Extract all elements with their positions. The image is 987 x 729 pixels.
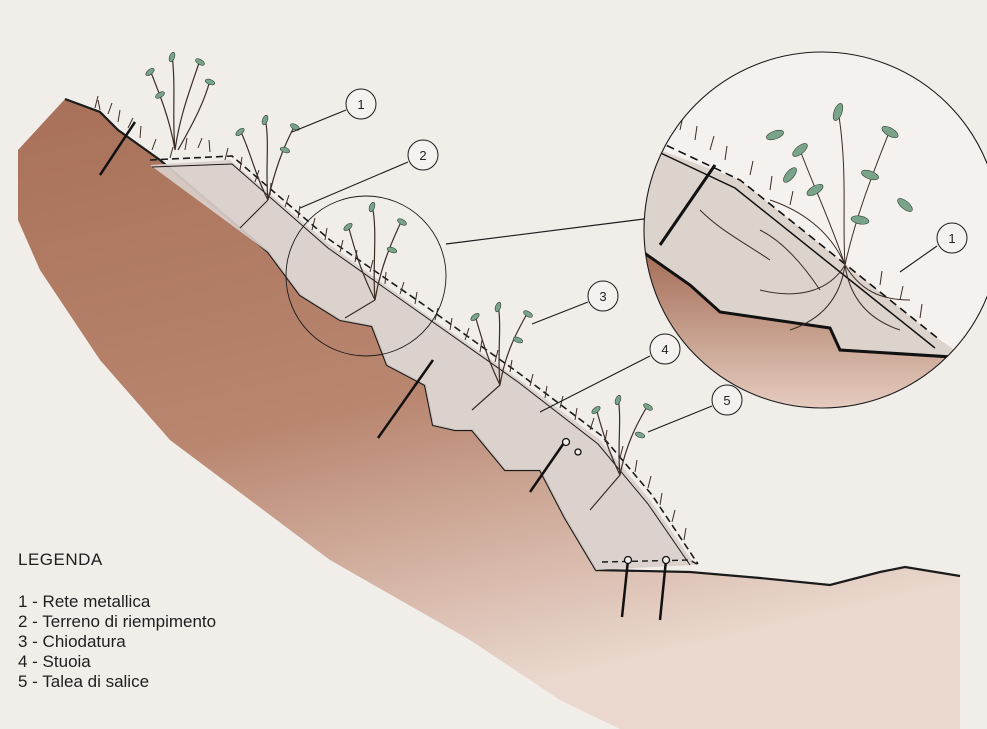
legend-item-rete-metallica: 1 - Rete metallica [18,592,216,612]
legend: LEGENDA 1 - Rete metallica 2 - Terreno d… [18,550,216,692]
callout-4: 4 [650,334,680,364]
legend-item-talea-salice: 5 - Talea di salice [18,672,216,692]
legend-item-stuoia: 4 - Stuoia [18,652,216,672]
callout-3: 3 [588,281,618,311]
legend-title: LEGENDA [18,550,216,570]
detail-callout-1: 1 [937,223,967,253]
callout-5: 5 [712,385,742,415]
svg-text:2: 2 [419,148,426,163]
legend-item-chiodatura: 3 - Chiodatura [18,632,216,652]
svg-text:1: 1 [948,231,955,246]
detail-view [640,52,987,420]
svg-text:5: 5 [723,393,730,408]
svg-text:1: 1 [357,97,364,112]
callout-1: 1 [346,89,376,119]
svg-text:4: 4 [661,342,668,357]
willow-plant [150,55,210,150]
legend-item-terreno-riempimento: 2 - Terreno di riempimento [18,612,216,632]
magnifier-connector [446,218,652,244]
callout-2: 2 [408,140,438,170]
svg-text:3: 3 [599,289,606,304]
